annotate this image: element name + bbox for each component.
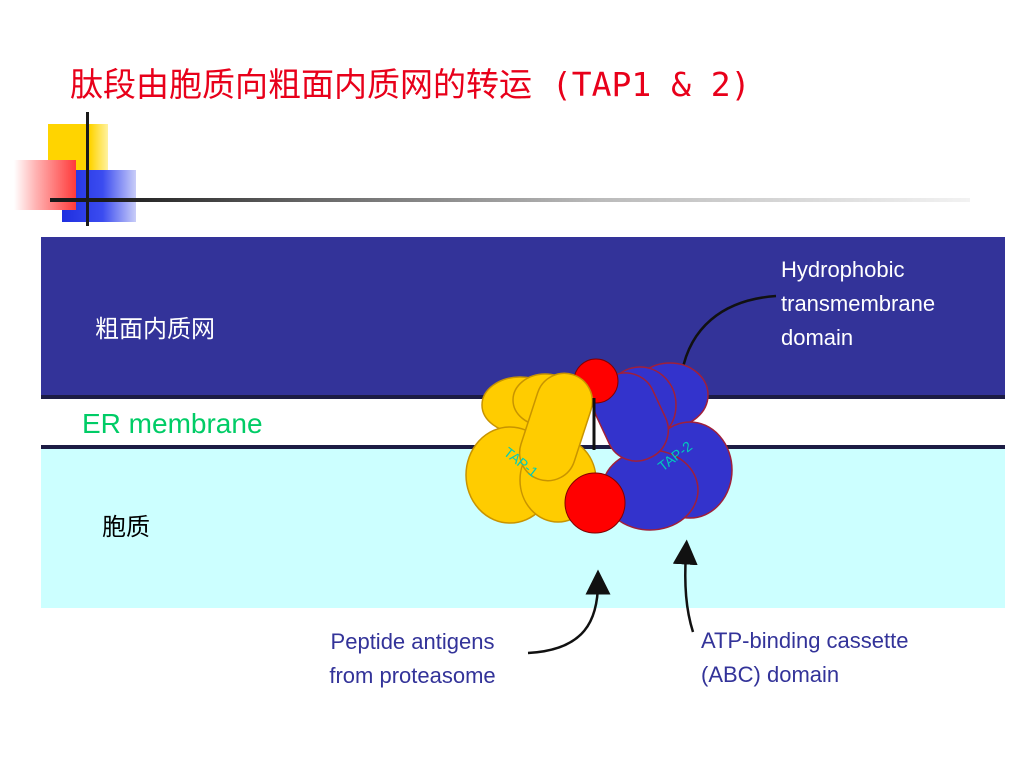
hydrophobic-domain-label: Hydrophobic transmembrane domain xyxy=(781,257,936,350)
er-lumen-region xyxy=(41,237,1005,395)
er-lumen-label: 粗面内质网 xyxy=(95,316,215,343)
cytosol-label: 胞质 xyxy=(102,514,150,541)
membrane-label: ER membrane xyxy=(82,408,263,439)
abc-domain-label: ATP-binding cassette (ABC) domain xyxy=(701,628,909,687)
peptide-arrow xyxy=(527,569,611,655)
slide-title: 肽段由胞质向粗面内质网的转运 (TAP1 & 2) xyxy=(70,65,751,104)
title-underline xyxy=(50,198,970,202)
tap1-subunit xyxy=(465,372,597,524)
hydrophobic-leader-line xyxy=(680,294,777,373)
peptide-antigens-label: Peptide antigens from proteasome xyxy=(329,629,496,688)
abc-arrow xyxy=(672,539,698,633)
deco-vertical-line xyxy=(86,112,89,226)
peptide-sphere-lower xyxy=(564,472,626,534)
